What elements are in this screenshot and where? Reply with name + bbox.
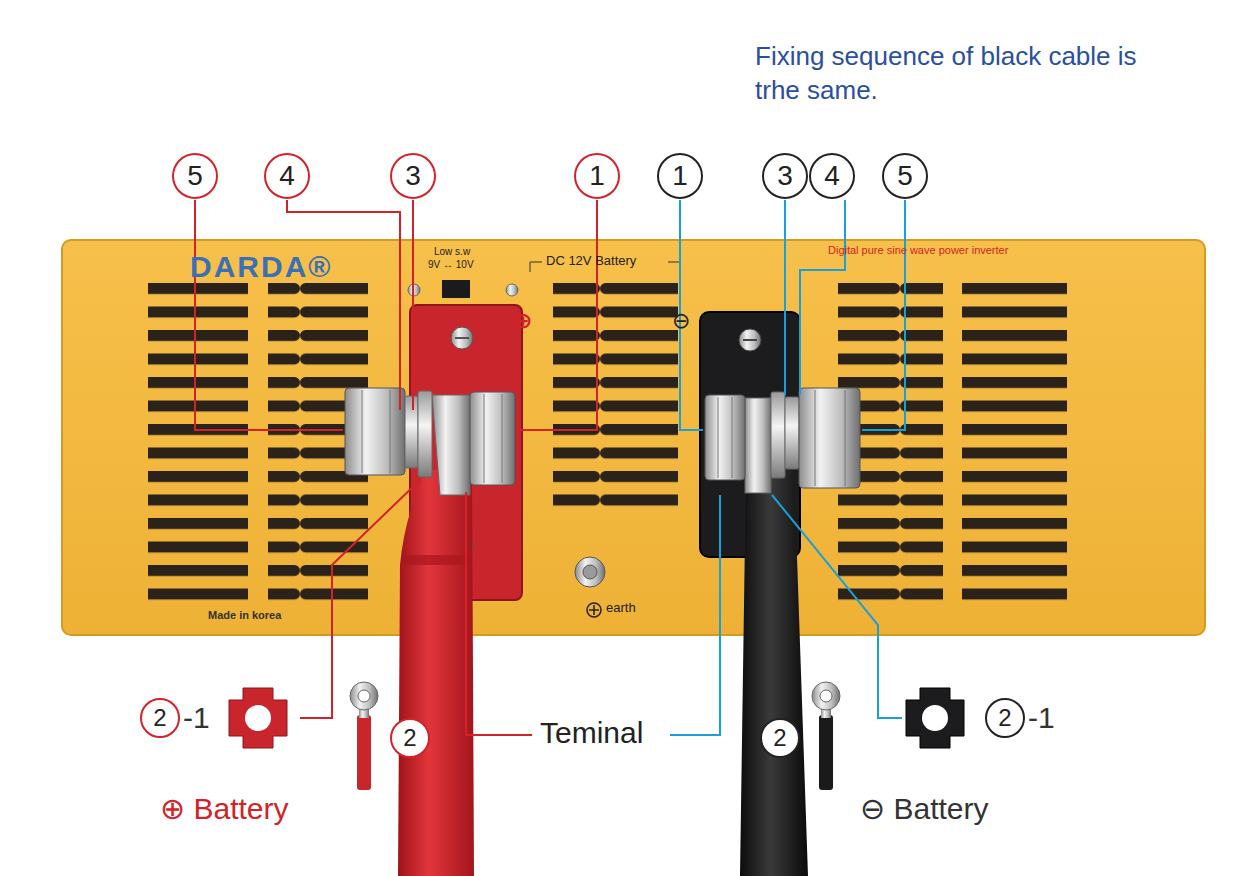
panel-label: DC 12V Battery [546, 254, 636, 269]
part-label: Teminal [540, 716, 643, 751]
callout-suffix: -1 [183, 701, 210, 736]
brand-logo: DARDA® [190, 250, 332, 285]
callout-number: 1 [657, 153, 703, 199]
callout-number: 1 [574, 153, 620, 199]
note-text: Fixing sequence of black cable is trhe s… [755, 40, 1155, 108]
callout-number: 4 [264, 153, 310, 199]
panel-label: Digital pure sine wave power inverter [828, 244, 1008, 257]
polarity-symbol: ⊕ [514, 308, 532, 333]
callout-number: 3 [390, 153, 436, 199]
panel-label: earth [606, 601, 636, 616]
callout-number: 5 [882, 153, 928, 199]
battery-label: ⊕ Battery [160, 792, 289, 827]
callout-number: 2 [985, 698, 1025, 738]
callout-number: 5 [172, 153, 218, 199]
callout-suffix: -1 [1028, 701, 1055, 736]
switch-label: Low s.w [434, 246, 470, 258]
callout-number: 4 [809, 153, 855, 199]
switch-label: 9V ↔ 10V [428, 259, 474, 271]
callout-number: 2 [140, 698, 180, 738]
callout-number: 2 [760, 718, 800, 758]
panel-label: Made in korea [208, 609, 281, 622]
callout-number: 3 [762, 153, 808, 199]
callout-number: 2 [390, 718, 430, 758]
battery-label: ⊖ Battery [860, 792, 989, 827]
polarity-symbol: ⊖ [672, 308, 690, 333]
